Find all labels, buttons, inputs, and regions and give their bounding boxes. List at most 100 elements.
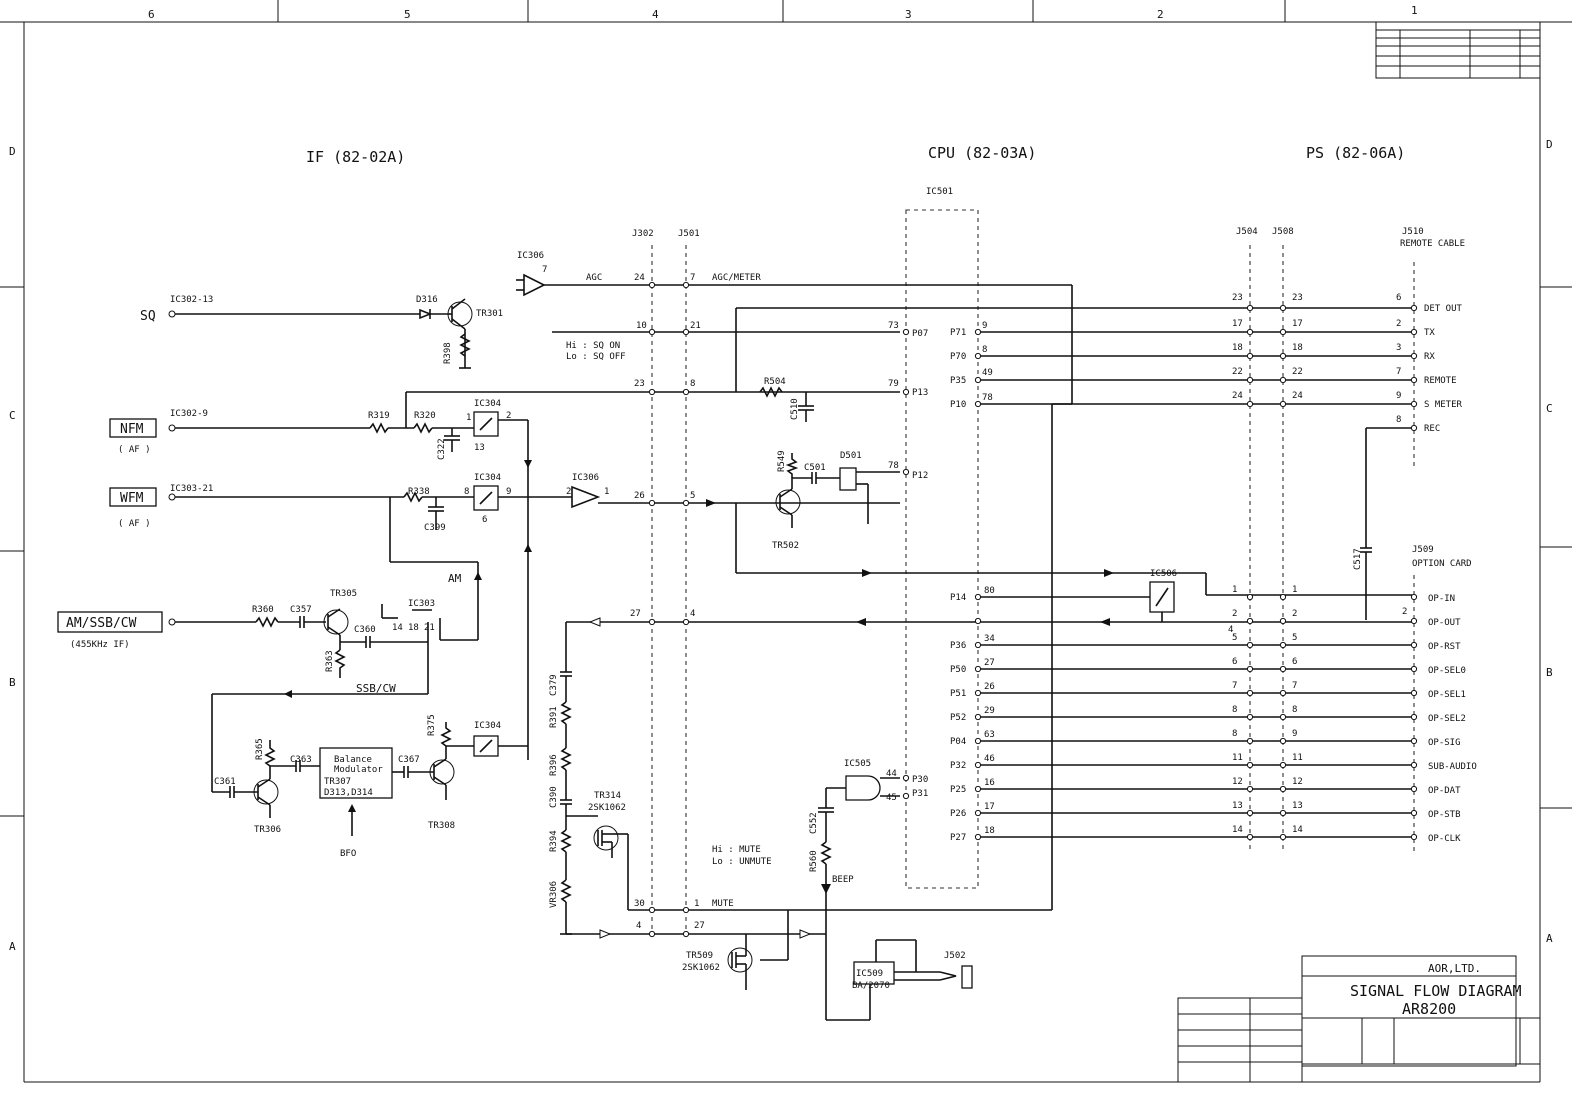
remote-line-port: P71 (950, 328, 966, 338)
bal-mod-line4: D313,D314 (324, 788, 373, 798)
connector-node (1410, 713, 1418, 721)
option-line-name: OP-STB (1428, 810, 1461, 820)
c390-label: C390 (549, 786, 559, 808)
tr314-label: TR314 (594, 791, 621, 801)
connector-node (1410, 352, 1418, 360)
connector-node (1410, 785, 1418, 793)
r320-label: R320 (414, 411, 436, 421)
vr306-label: VR306 (549, 881, 559, 908)
c357-label: C357 (290, 605, 312, 615)
connector-node (1410, 424, 1418, 432)
c510-label: C510 (790, 398, 800, 420)
connector-node (1279, 833, 1287, 841)
connector-node (1246, 809, 1254, 817)
ic303-pin18: 18 (408, 623, 419, 633)
cpu-port-p07: P07 (912, 329, 928, 339)
connector-node (1279, 713, 1287, 721)
am-sub: (455KHz IF) (70, 640, 130, 650)
remote-line-j510-pin: 2 (1396, 319, 1401, 329)
connector-node (1410, 376, 1418, 384)
mute-lo-note: Lo : UNMUTE (712, 857, 772, 867)
remote-line-j504-pin: 18 (1232, 343, 1243, 353)
connector-node (974, 689, 982, 697)
ic304b-pin6: 6 (482, 515, 487, 525)
ic303-label: IC303 (408, 599, 435, 609)
option-line-cpu-pin: 18 (984, 826, 995, 836)
sq-ref: IC302-13 (170, 295, 213, 305)
connector-node (974, 352, 982, 360)
opt-j302-pin: 27 (630, 609, 641, 619)
rec-name: REC (1424, 424, 1440, 434)
connector-node (974, 376, 982, 384)
ic501-label: IC501 (926, 187, 953, 197)
option-line-j504-pin: 11 (1232, 753, 1243, 763)
agc-meter-label: AGC/METER (712, 273, 761, 283)
connector-node (1279, 641, 1287, 649)
tr306-label: TR306 (254, 825, 281, 835)
ic304b-pin8: 8 (464, 487, 469, 497)
wfm-input-label: WFM (120, 491, 144, 506)
connector-node (1279, 400, 1287, 408)
connector-node (1246, 689, 1254, 697)
option-line-port: P25 (950, 785, 966, 795)
row-c-right: C (1546, 402, 1553, 415)
agc-j302-pin: 24 (634, 273, 645, 283)
connector-node (974, 833, 982, 841)
beep-j501-pin: 27 (694, 921, 705, 931)
ic506-label: IC506 (1150, 569, 1177, 579)
option-line-cpu-pin: 80 (984, 586, 995, 596)
d501-label: D501 (840, 451, 862, 461)
j510-description: REMOTE CABLE (1400, 239, 1465, 249)
option-line-port: P51 (950, 689, 966, 699)
connector-node (1410, 761, 1418, 769)
r375-label: R375 (427, 714, 437, 736)
connector-node (902, 792, 910, 800)
r360-label: R360 (252, 605, 274, 615)
title-block (1177, 955, 1540, 1083)
connector-node (1246, 328, 1254, 336)
connector-node (682, 328, 690, 336)
r338-label: R338 (408, 487, 430, 497)
am-ssb-path (57, 604, 478, 792)
option-line-j504-pin: 8 (1232, 705, 1237, 715)
nfm-sub: ( AF ) (118, 445, 151, 455)
option-line-j508-pin: 9 (1292, 729, 1297, 739)
remote-line-j508-pin: 18 (1292, 343, 1303, 353)
row-a-left: A (9, 940, 16, 953)
c517-label: C517 (1353, 548, 1363, 570)
cpu-ps-wiring (978, 331, 1412, 838)
ic303-pin21: 21 (424, 623, 435, 633)
option-line-j508-pin: 6 (1292, 657, 1297, 667)
cpu-port-p31: P31 (912, 789, 928, 799)
option-line-j508-pin: 12 (1292, 777, 1303, 787)
option-line-name: OP-SEL1 (1428, 690, 1466, 700)
connector-node (648, 906, 656, 914)
option-line-j504-pin: 13 (1232, 801, 1243, 811)
connector-node (1410, 833, 1418, 841)
remote-line-port: P10 (950, 400, 966, 410)
l23-j302-pin: 23 (634, 379, 645, 389)
opt-j501-pin: 4 (690, 609, 695, 619)
column-3: 3 (905, 8, 912, 21)
option-line-cpu-pin: 46 (984, 754, 995, 764)
remote-line-cpu-pin: 8 (982, 345, 987, 355)
det-out-name: DET OUT (1424, 304, 1463, 314)
tr509-part: 2SK1062 (682, 963, 720, 973)
connector-node (648, 499, 656, 507)
option-line-port: P50 (950, 665, 966, 675)
option-line-j508-pin: 14 (1292, 825, 1303, 835)
remote-line-cpu-pin: 9 (982, 321, 987, 331)
connector-node (1410, 328, 1418, 336)
c367-label: C367 (398, 755, 420, 765)
ic505-pin44: 44 (886, 769, 897, 779)
ic304-wfm-label: IC304 (474, 473, 501, 483)
connector-node (1246, 400, 1254, 408)
connector-node (648, 618, 656, 626)
ic306-pin7: 7 (542, 265, 547, 275)
remote-line-j510-pin: 3 (1396, 343, 1401, 353)
sq-lo-note: Lo : SQ OFF (566, 352, 626, 362)
j504-label: J504 (1236, 227, 1258, 237)
option-line-j504-pin: 2 (1232, 609, 1237, 619)
column-5: 5 (404, 8, 411, 21)
